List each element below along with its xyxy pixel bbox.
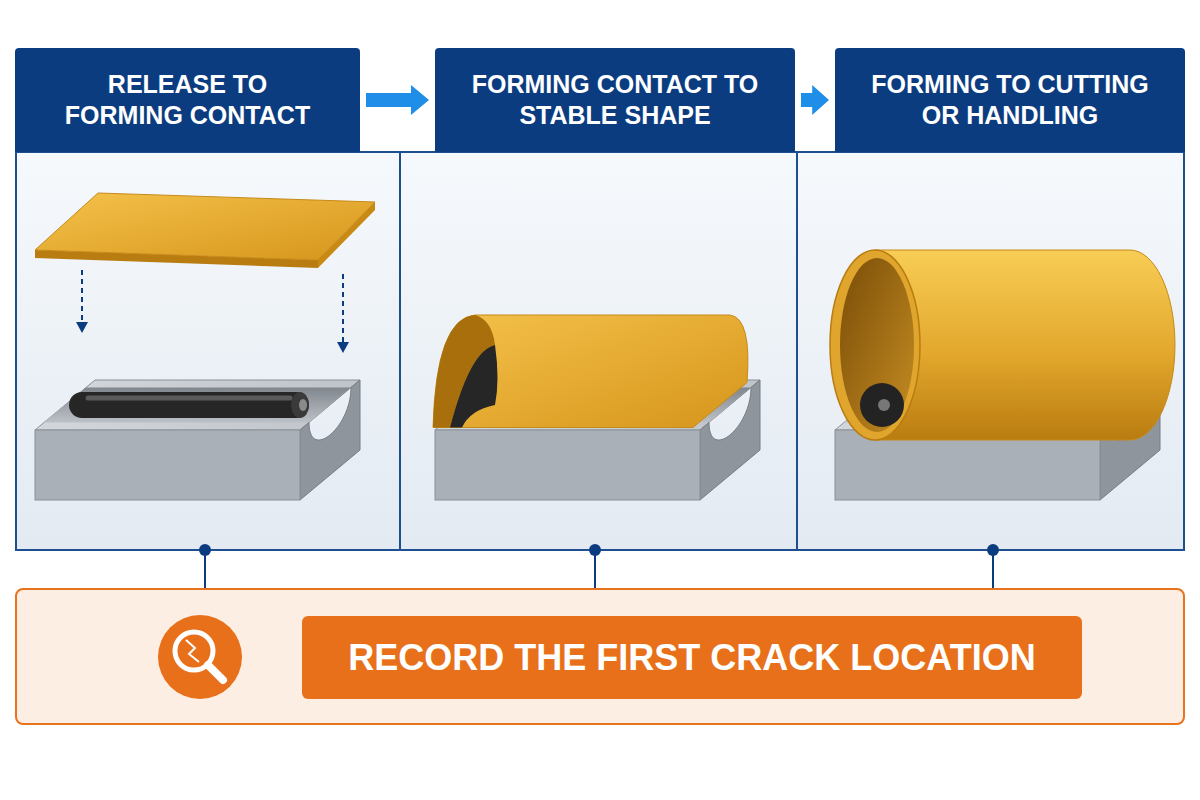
- inspect-icon: [150, 607, 250, 707]
- stage-title: FORMING CONTACT TO STABLE SHAPE: [470, 69, 760, 132]
- panel-two-illustration: [433, 315, 760, 500]
- panel-one-illustration: [35, 193, 375, 500]
- stage-title: RELEASE TO FORMING CONTACT: [48, 69, 328, 132]
- stage-header: RELEASE TO FORMING CONTACT: [15, 48, 360, 152]
- flow-arrow: [366, 85, 429, 115]
- flow-arrow: [801, 85, 829, 115]
- stage-header: FORMING CONTACT TO STABLE SHAPE: [435, 48, 795, 152]
- stage-header: FORMING TO CUTTING OR HANDLING: [835, 48, 1185, 152]
- stage-title: FORMING TO CUTTING OR HANDLING: [850, 69, 1170, 132]
- panel-three-illustration: [830, 250, 1175, 500]
- instruction-label: RECORD THE FIRST CRACK LOCATION: [302, 616, 1082, 699]
